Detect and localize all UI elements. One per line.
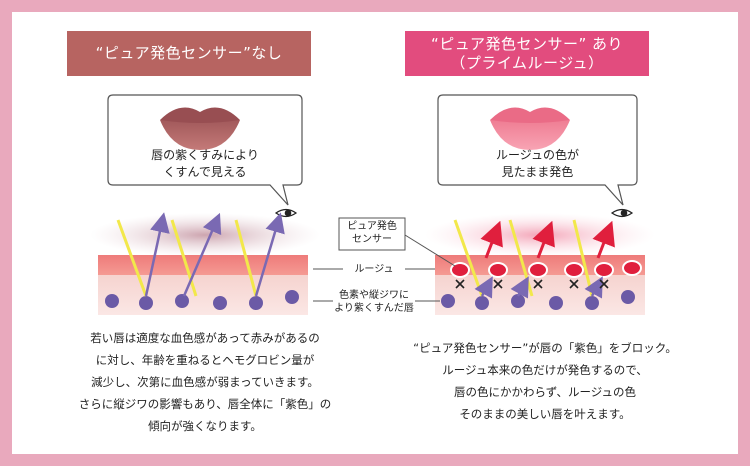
left-desc-line: 傾向が強くなります。 <box>148 419 262 433</box>
right-header-line1: “ピュア発色センサー” あり <box>430 34 623 53</box>
left-bubble-line2: くすんで見える <box>163 165 247 179</box>
left-description: 若い唇は適度な血色感があって赤みがあるの に対し、年齢を重ねるとヘモグロビン量が… <box>50 327 360 437</box>
left-bubble-text: 唇の紫くすみにより くすんで見える <box>108 147 302 181</box>
right-cross-section <box>425 213 655 315</box>
right-bubble-text: ルージュの色が 見たまま発色 <box>438 147 637 181</box>
sensor-label-line1: ピュア発色 <box>347 221 397 232</box>
pigment-label: 色素や縦ジワに より紫くすんだ唇 <box>333 289 415 315</box>
sensor-label-line2: センサー <box>352 234 392 245</box>
right-bubble-line2: 見たまま発色 <box>501 165 574 179</box>
right-header-line2: （プライムルージュ） <box>450 53 604 72</box>
left-desc-line: さらに縦ジワの影響もあり、唇全体に「紫色」の <box>78 397 332 411</box>
rouge-label: ルージュ <box>354 264 394 275</box>
right-desc-line: 唇の色にかかわらず、ルージュの色 <box>454 385 636 399</box>
left-desc-line: 減少し、次第に血色感が弱まっていきます。 <box>91 375 319 389</box>
right-description: “ピュア発色センサー”が唇の「紫色」をブロック。 ルージュ本来の色だけが発色する… <box>385 337 705 425</box>
right-desc-line: “ピュア発色センサー”が唇の「紫色」をブロック。 <box>413 341 677 355</box>
pigment-label-line1: 色素や縦ジワに <box>339 290 409 301</box>
right-desc-line: そのままの美しい唇を叶えます。 <box>459 407 631 421</box>
right-bubble-line1: ルージュの色が <box>496 148 579 162</box>
right-header: “ピュア発色センサー” あり （プライムルージュ） <box>405 31 649 76</box>
sensor-callout-box <box>338 217 406 251</box>
left-bubble-line1: 唇の紫くすみにより <box>151 148 259 162</box>
eye-icon <box>610 208 634 218</box>
sensor-label: ピュア発色 センサー <box>339 220 405 246</box>
left-header: “ピュア発色センサー”なし <box>67 31 311 76</box>
sensor-leader-line <box>404 234 456 267</box>
left-desc-line: に対し、年齢を重ねるとヘモグロビン量が <box>95 353 315 367</box>
left-header-text: “ピュア発色センサー”なし <box>95 44 283 62</box>
right-desc-line: ルージュ本来の色だけが発色するので、 <box>442 363 648 377</box>
pigment-label-line2: より紫くすんだ唇 <box>334 303 414 314</box>
left-cross-section <box>90 212 320 315</box>
left-speech-bubble <box>107 94 303 206</box>
right-speech-bubble <box>437 94 638 206</box>
left-desc-line: 若い唇は適度な血色感があって赤みがあるの <box>90 331 320 345</box>
eye-icon <box>274 208 298 218</box>
